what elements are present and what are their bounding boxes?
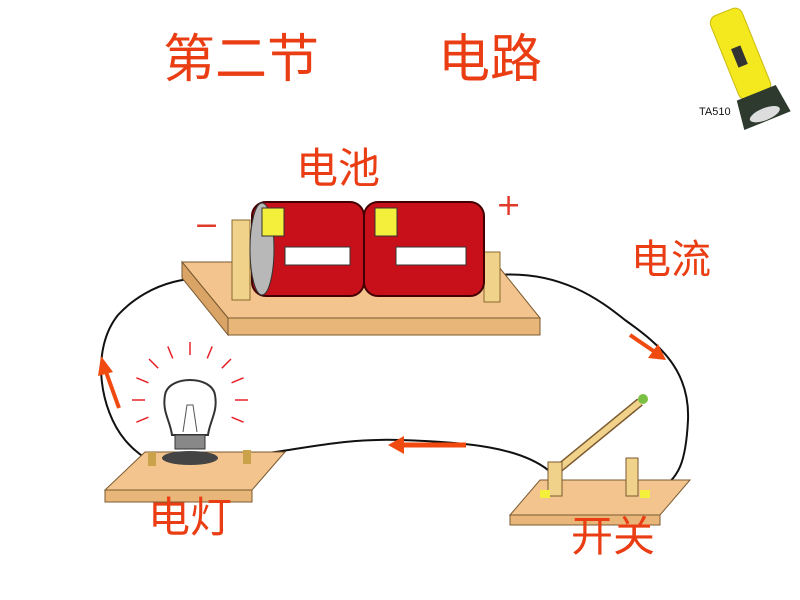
- plus-sign: +: [496, 188, 521, 223]
- switch-label: 开关: [571, 512, 656, 561]
- current-label: 电流: [631, 237, 711, 283]
- battery-label: 电池: [296, 144, 381, 193]
- minus-sign: −: [194, 208, 219, 243]
- light-ray: [167, 346, 174, 359]
- light-ray: [221, 358, 232, 369]
- light-ray: [206, 346, 213, 359]
- current-arrow-left: [388, 436, 466, 454]
- light-bulb: [132, 342, 248, 465]
- flashlight-model-label: TA510: [699, 106, 731, 118]
- title-section: 第二节: [163, 30, 320, 90]
- light-ray: [231, 416, 244, 423]
- light-ray: [148, 358, 159, 369]
- light-ray: [136, 377, 149, 384]
- current-arrow-right: [628, 333, 666, 360]
- switch-device: [508, 394, 692, 526]
- light-ray: [136, 416, 149, 423]
- lamp-label: 电灯: [148, 493, 233, 542]
- battery-cell: [249, 201, 365, 297]
- current-arrow-up: [98, 356, 121, 409]
- battery-cell: [363, 201, 485, 297]
- lamp-board: [103, 450, 287, 503]
- title-topic: 电路: [438, 30, 543, 90]
- light-ray: [231, 377, 244, 384]
- flashlight-image: [709, 7, 791, 130]
